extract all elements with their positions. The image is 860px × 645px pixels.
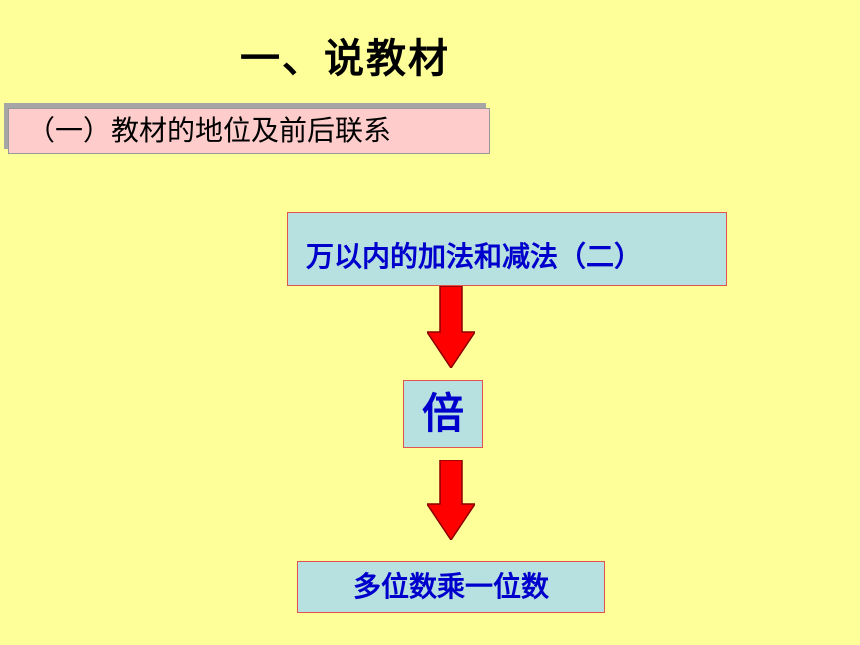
flow-box-addition-subtraction: 万以内的加法和减法（二） [287,212,727,286]
flow-box-times: 倍 [403,380,483,448]
slide-title: 一、说教材 [240,36,450,82]
section-subtitle: （一）教材的地位及前后联系 [8,108,490,154]
down-arrow-icon [427,460,475,540]
flow-box-multiplication: 多位数乘一位数 [297,561,605,613]
down-arrow-icon [427,286,475,368]
